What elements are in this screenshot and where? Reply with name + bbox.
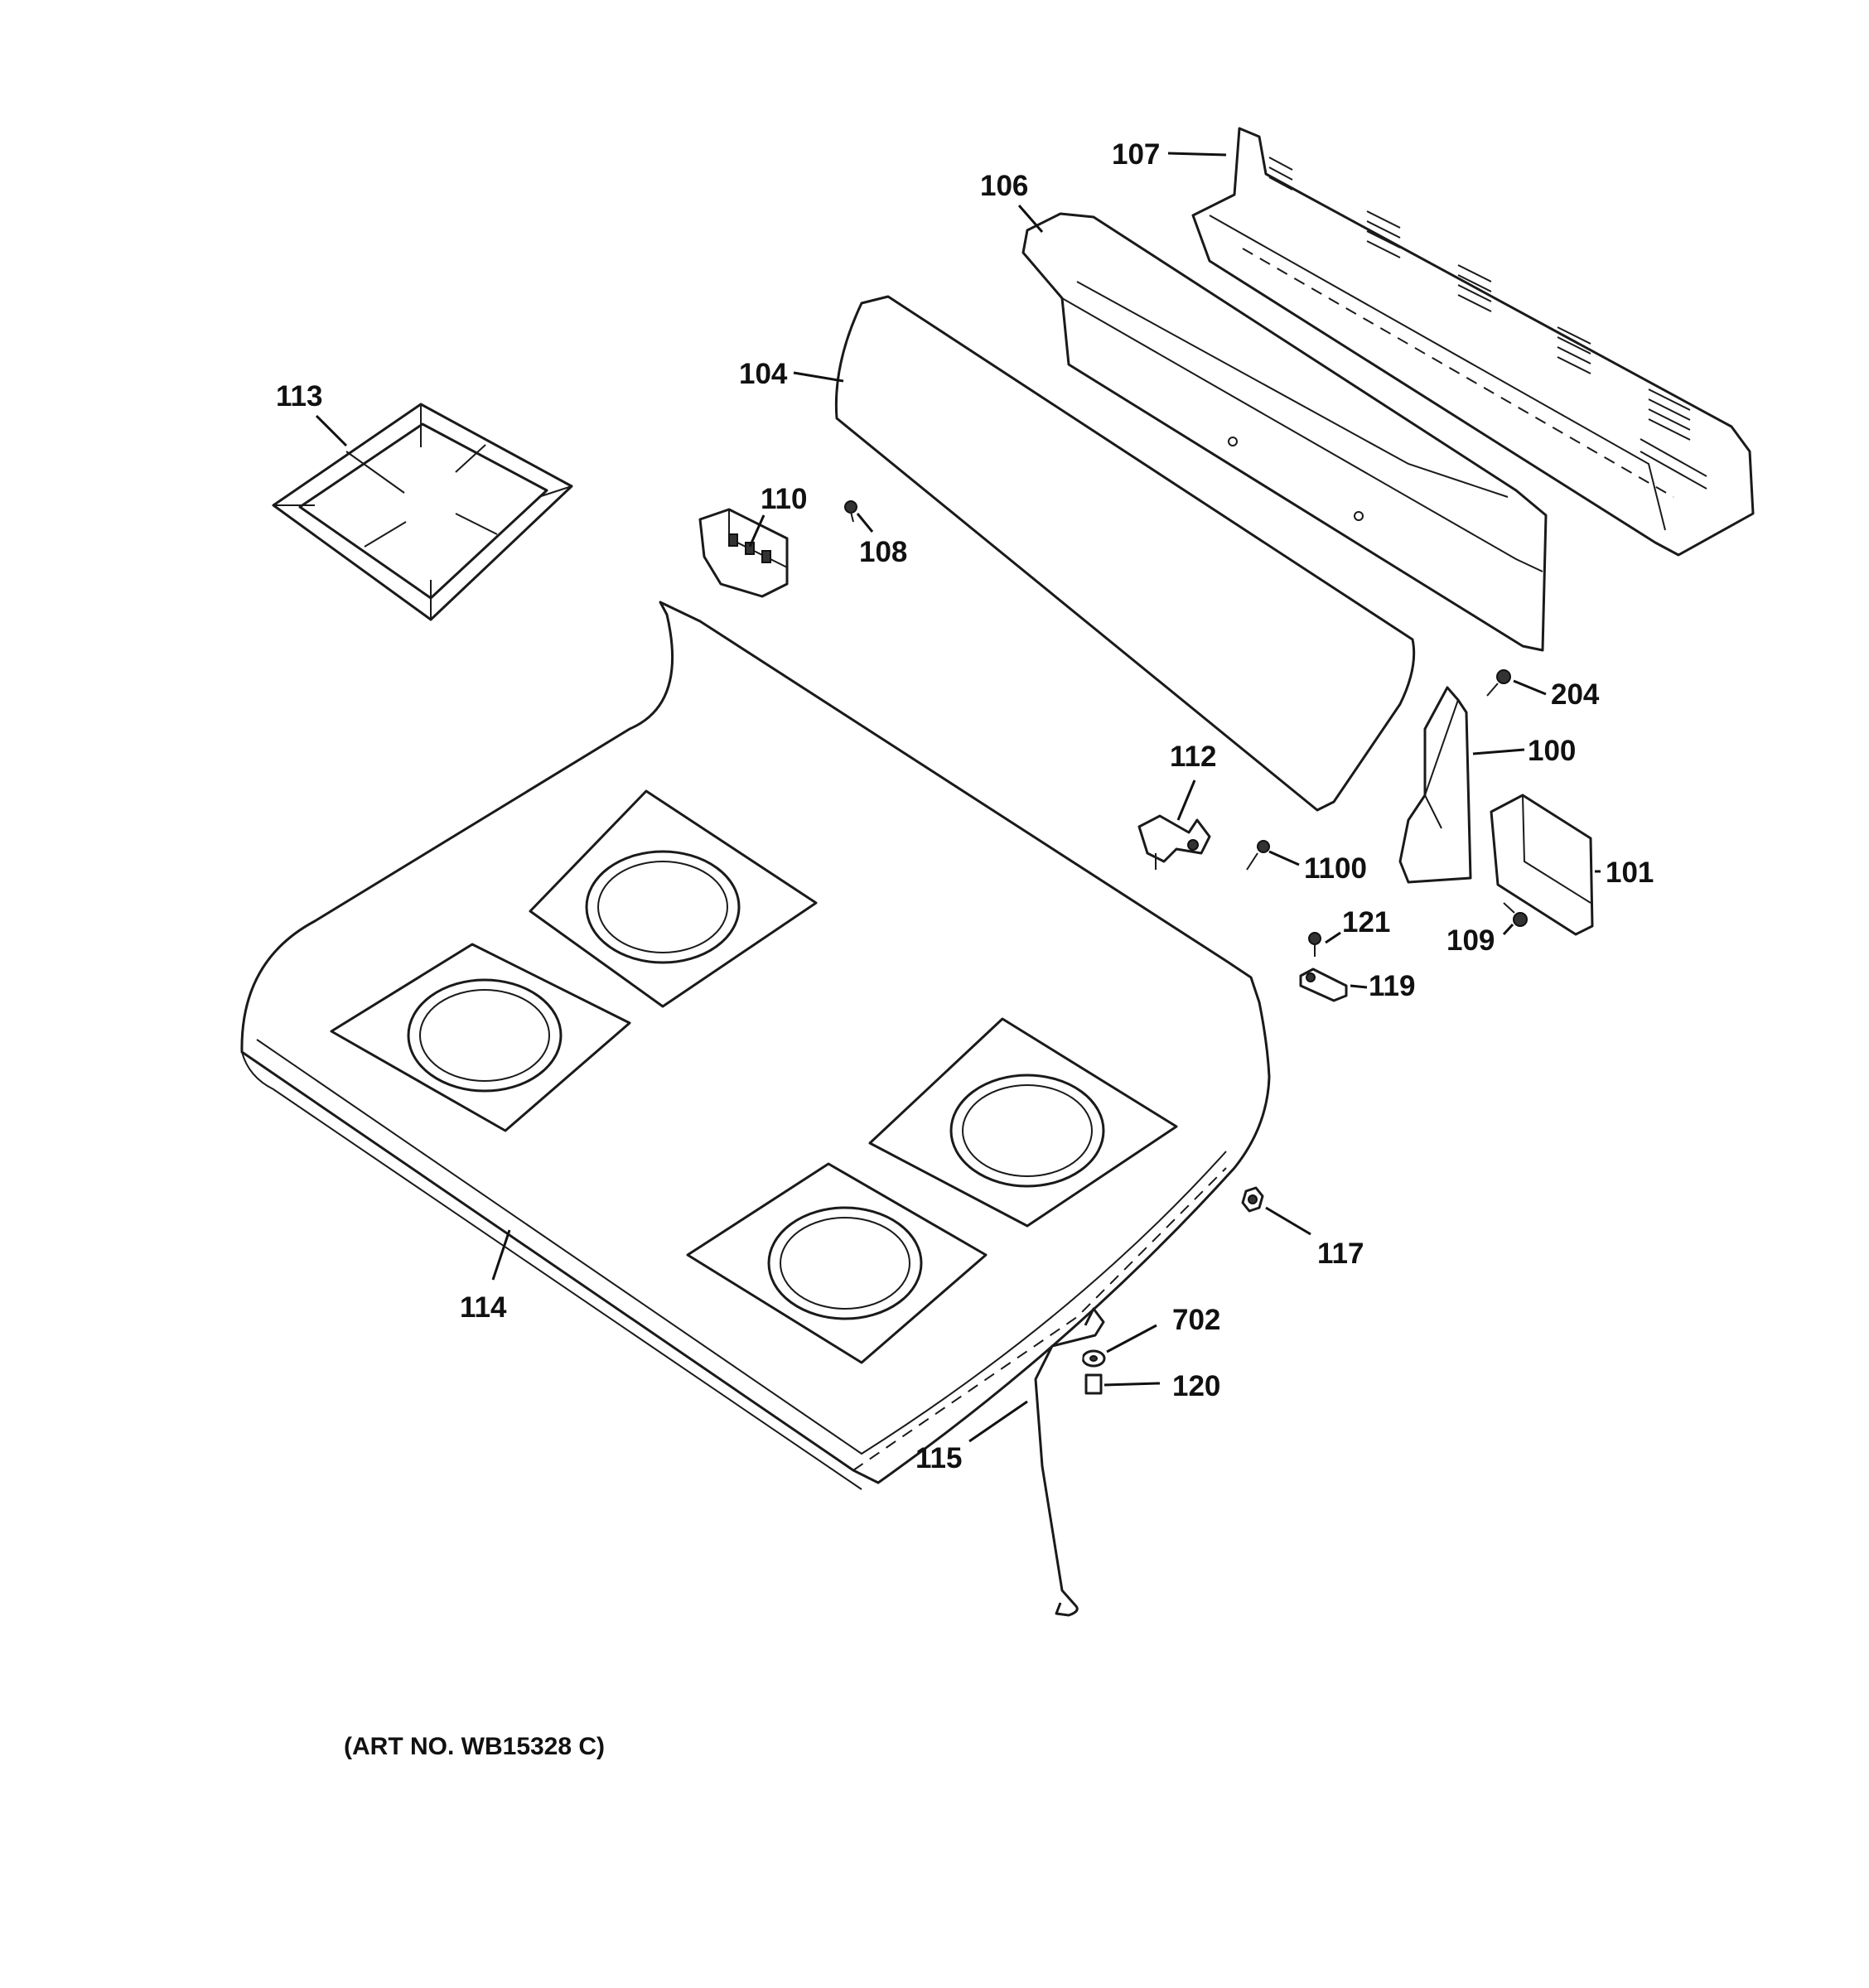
part-115-support-rod [1034,1307,1105,1617]
part-107-rear-vent-panel [1191,127,1755,557]
callout-204: 204 [1551,678,1600,711]
callout-702: 702 [1172,1304,1220,1336]
part-109-screw [1503,902,1528,927]
callout-120: 120 [1172,1370,1220,1402]
part-114-cooktop [240,601,1271,1490]
part-119-clip [1299,967,1348,1002]
callout-119: 119 [1369,970,1415,1002]
part-120-nut [1084,1373,1103,1395]
art-number: (ART NO. WB15328 C) [344,1733,605,1760]
part-104-backguard [834,295,1416,812]
callout-117: 117 [1317,1238,1364,1270]
callout-110: 110 [761,483,807,515]
callout-112: 112 [1170,741,1216,773]
callout-107: 107 [1112,138,1160,171]
part-108-screw [844,500,857,523]
callout-1100: 1100 [1304,852,1367,885]
part-110-terminal-block [698,508,789,598]
callout-104: 104 [739,358,788,390]
part-1100-screw [1246,840,1270,871]
callout-100: 100 [1528,735,1576,767]
leader-lines [315,152,1601,1443]
callout-113: 113 [276,380,322,413]
part-101-side-cover [1490,794,1594,936]
callout-115: 115 [915,1442,962,1474]
callout-114: 114 [460,1291,507,1324]
part-702-washer [1081,1349,1106,1368]
part-113-burner-grate [272,403,573,621]
callout-121: 121 [1342,906,1390,939]
callout-108: 108 [859,536,907,568]
part-117-nut [1241,1186,1264,1213]
part-106-rear-trim-channel [1021,212,1548,652]
part-121-screw [1308,932,1321,957]
part-112-igniter-bracket [1137,814,1211,870]
callout-109: 109 [1446,924,1495,957]
part-204-screw [1486,669,1511,697]
part-100-side-bracket [1398,686,1472,884]
callout-106: 106 [980,170,1028,202]
callout-101: 101 [1606,856,1654,889]
